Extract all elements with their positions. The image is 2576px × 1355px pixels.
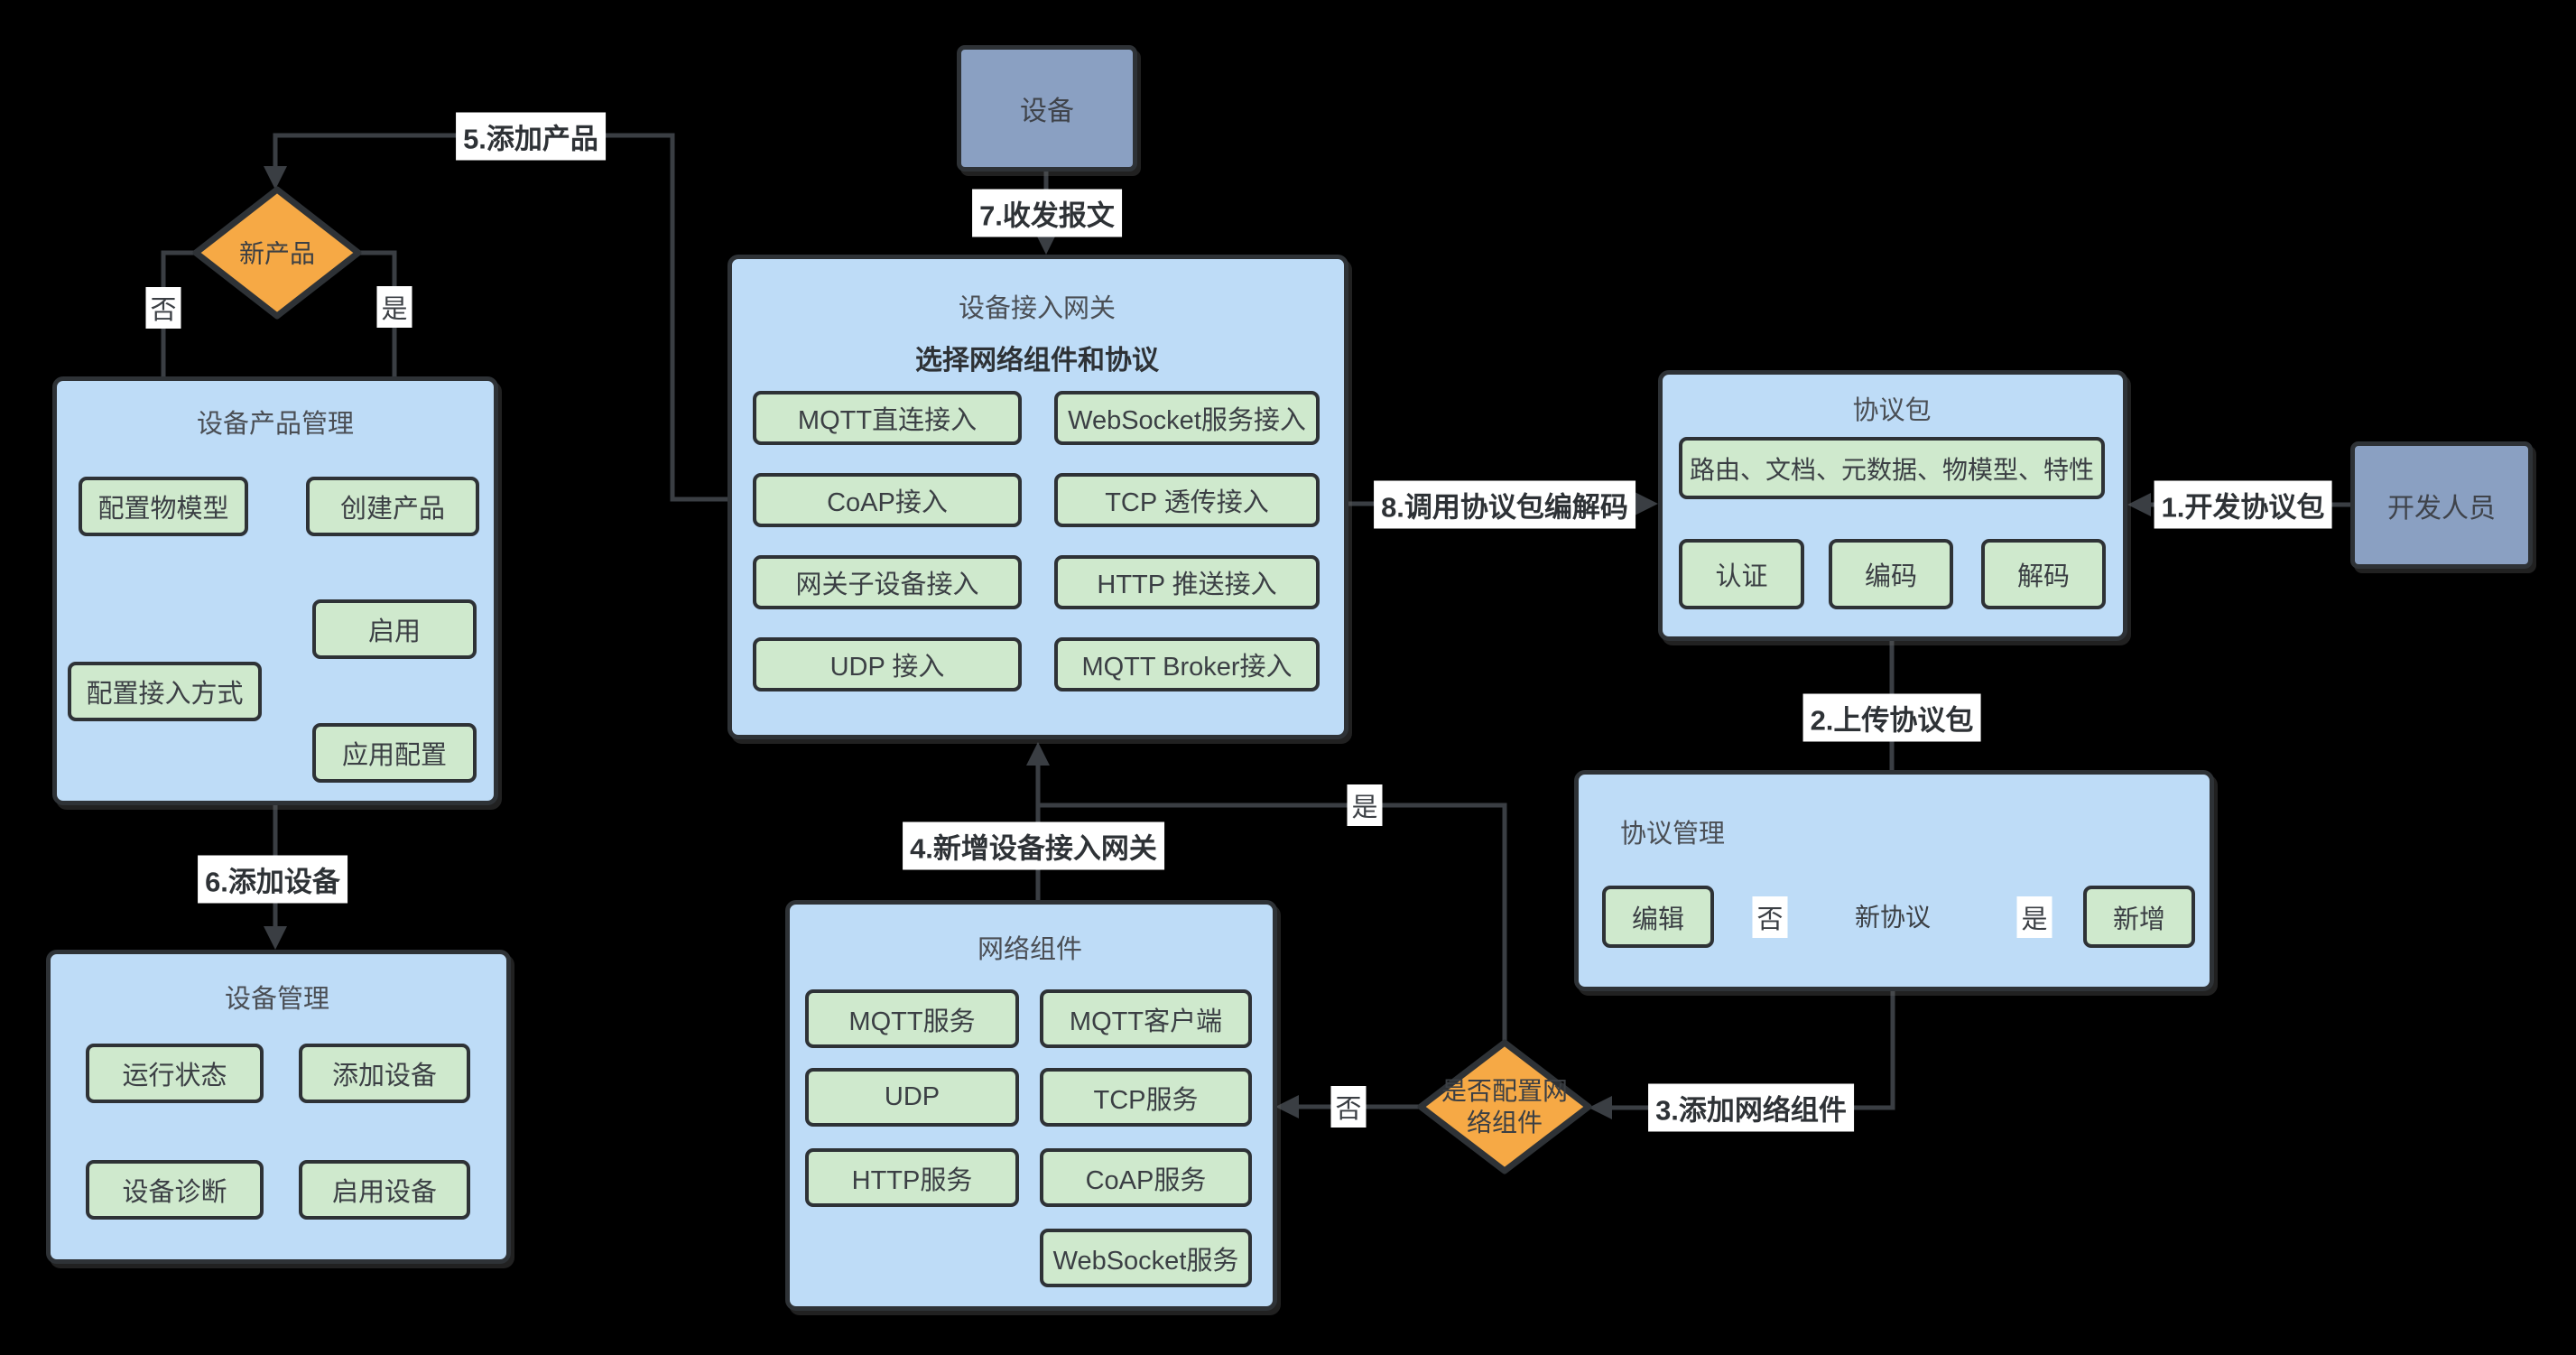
gateway-subtitle: 选择网络组件和协议	[915, 346, 1159, 376]
network-button-websocket-service: WebSocket服务	[1040, 1229, 1252, 1287]
new-product-yes-label: 是	[376, 286, 412, 328]
gateway-button-udp: UDP 接入	[753, 637, 1022, 691]
edge-label-step2: 2.上传协议包	[1802, 693, 1981, 742]
arrowhead	[1635, 492, 1658, 515]
edge-confignet-yes	[1038, 803, 1507, 1043]
product-button-enable: 启用	[312, 599, 477, 659]
network-button-coap-service: CoAP服务	[1040, 1148, 1252, 1207]
config-network-no-label: 否	[1330, 1086, 1367, 1128]
config-network-yes-label: 是	[1347, 784, 1383, 826]
arrowhead	[1275, 1095, 1299, 1118]
network-title: 网络组件	[977, 935, 1083, 964]
product-button-config-model: 配置物模型	[79, 477, 248, 536]
gateway-button-mqtt-broker: MQTT Broker接入	[1054, 637, 1320, 691]
gateway-title: 设备接入网关	[958, 294, 1117, 323]
gateway-button-http: HTTP 推送接入	[1054, 555, 1320, 609]
edge-label-step3: 3.添加网络组件	[1648, 1083, 1854, 1132]
edge-label-step8: 8.调用协议包编解码	[1374, 480, 1635, 529]
device-button-diagnose: 设备诊断	[86, 1160, 264, 1220]
gateway-button-coap: CoAP接入	[753, 473, 1022, 527]
protocol-button-edit: 编辑	[1602, 886, 1714, 948]
device-label: 设备	[1020, 97, 1074, 126]
product-button-config-access: 配置接入方式	[68, 662, 262, 721]
arrowhead	[264, 926, 287, 950]
protocol-mgmt-title: 协议管理	[1620, 820, 1726, 849]
product-mgmt-title: 设备产品管理	[196, 410, 355, 439]
new-protocol-no-label: 否	[1752, 896, 1788, 938]
edge-label-step6: 6.添加设备	[198, 855, 347, 904]
arrowhead	[2127, 493, 2151, 516]
protocol-mgmt-container	[1574, 770, 2214, 991]
pkg-button-auth: 认证	[1679, 539, 1804, 609]
gateway-button-subdevice: 网关子设备接入	[753, 555, 1022, 609]
decision-config-network	[1417, 1039, 1592, 1174]
edge-gateway-to-newproduct	[273, 133, 727, 502]
pkg-button-decode: 解码	[1981, 539, 2106, 609]
product-button-app-config: 应用配置	[312, 723, 477, 783]
device-mgmt-title: 设备管理	[224, 985, 330, 1014]
device-button-enable-device: 启用设备	[299, 1160, 470, 1220]
pkg-button-route-doc: 路由、文档、元数据、物模型、特性	[1679, 437, 2105, 499]
edge-label-step7: 7.收发报文	[972, 189, 1122, 237]
device-node: 设备	[957, 45, 1137, 172]
product-button-create-product: 创建产品	[306, 477, 479, 536]
protocol-pkg-title: 协议包	[1852, 396, 1932, 425]
arrowhead	[264, 166, 287, 190]
developer-node: 开发人员	[2350, 441, 2533, 569]
new-protocol-yes-label: 是	[2016, 896, 2052, 938]
device-button-run-status: 运行状态	[86, 1044, 264, 1103]
new-product-no-label: 否	[145, 287, 181, 329]
network-button-tcp-service: TCP服务	[1040, 1068, 1252, 1127]
network-button-mqtt-service: MQTT服务	[805, 989, 1019, 1048]
pkg-button-encode: 编码	[1829, 539, 1953, 609]
network-button-udp: UDP	[805, 1068, 1019, 1127]
arrowhead	[1026, 742, 1050, 766]
edge-label-step1: 1.开发协议包	[2154, 480, 2332, 529]
decision-new-protocol-label: 新协议	[1854, 903, 1932, 932]
device-button-add-device: 添加设备	[299, 1044, 470, 1103]
network-button-http-service: HTTP服务	[805, 1148, 1019, 1207]
gateway-button-websocket: WebSocket服务接入	[1054, 391, 1320, 445]
edge-label-step4: 4.新增设备接入网关	[903, 821, 1164, 870]
protocol-button-new: 新增	[2083, 886, 2195, 948]
gateway-button-mqtt-direct: MQTT直连接入	[753, 391, 1022, 445]
edge-label-step5: 5.添加产品	[456, 112, 606, 161]
decision-new-product	[192, 186, 362, 320]
network-button-mqtt-client: MQTT客户端	[1040, 989, 1252, 1048]
decision-new-product-label: 新产品	[238, 239, 316, 268]
arrowhead	[1589, 1096, 1612, 1119]
decision-config-network-label: 是否配置网络组件	[1441, 1077, 1568, 1137]
arrowhead	[1034, 231, 1058, 255]
gateway-button-tcp: TCP 透传接入	[1054, 473, 1320, 527]
developer-label: 开发人员	[2387, 493, 2496, 524]
